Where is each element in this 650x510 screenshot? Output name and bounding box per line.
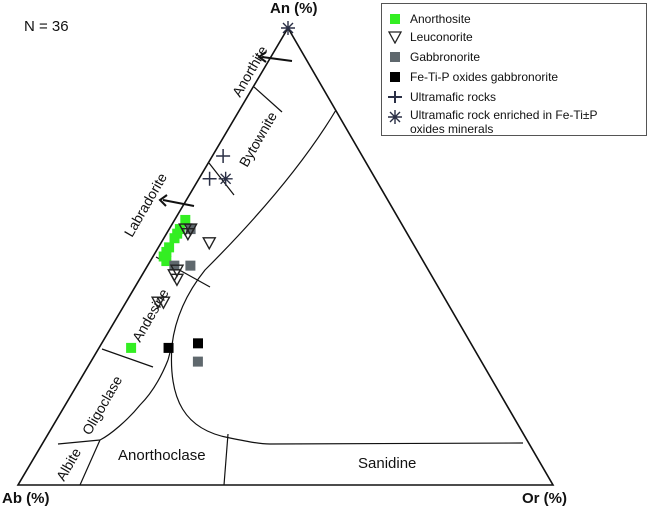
legend-label-ultramafic: Ultramafic rocks <box>410 90 497 104</box>
vertex-label-an: An (%) <box>270 0 318 17</box>
field-label-anorthite: Anorthite <box>229 43 271 100</box>
albite-anorthoclase-divider <box>79 439 101 486</box>
data-point-gabbronorite-3 <box>192 356 203 367</box>
legend-label-ultramafic-enriched-line1: Ultramafic rock enriched in Fe-Ti±P <box>410 108 598 122</box>
field-label-labradorite: Labradorite <box>121 170 170 240</box>
legend-label-fe-ti-p-gabbronorite: Fe-Ti-P oxides gabbronorite <box>410 70 559 84</box>
legend-symbol-gabbronorite <box>390 52 400 62</box>
data-point-leuconorite-6 <box>169 273 185 287</box>
data-point-ultramafic-rocks-0 <box>216 148 231 163</box>
legend-label-anorthosite: Anorthosite <box>410 12 471 26</box>
triangle-outline <box>16 26 555 486</box>
legend-symbol-anorthosite <box>390 14 400 24</box>
data-point-ultramafic-rock-enriched-in-fe-ti-p-0 <box>281 21 295 35</box>
sample-count: N = 36 <box>24 18 69 35</box>
legend-symbol-leuconorite <box>387 31 403 44</box>
field-label-albite: Albite <box>53 445 84 484</box>
arrow-anorthite <box>257 51 293 63</box>
data-point-ultramafic-rock-enriched-in-fe-ti-p-1 <box>218 171 233 186</box>
legend-label-ultramafic-enriched-line2: oxides minerals <box>410 122 494 136</box>
data-point-leuconorite-3 <box>202 237 217 251</box>
andesine-oligoclase-divider <box>101 348 154 368</box>
legend-label-leuconorite: Leuconorite <box>410 30 473 44</box>
field-label-andesine: Andesine <box>129 286 172 345</box>
legend-symbol-ultramafic-enriched <box>388 110 402 124</box>
data-point-leuconorite-8 <box>156 296 171 310</box>
legend: Anorthosite Leuconorite Gabbronorite Fe-… <box>381 3 647 136</box>
legend-symbol-ultramafic <box>388 91 402 103</box>
data-point-anorthosite-0 <box>180 214 191 225</box>
arrow-labradorite <box>158 194 195 207</box>
plagioclase-field-boundary <box>167 109 337 361</box>
data-point-ultramafic-rocks-1 <box>202 171 217 186</box>
data-point-anorthosite-3 <box>169 233 180 244</box>
oligoclase-boundary <box>99 359 169 441</box>
field-label-sanidine: Sanidine <box>358 455 416 472</box>
legend-label-ultramafic-enriched: Ultramafic rock enriched in Fe-Ti±P oxid… <box>410 108 598 136</box>
legend-label-gabbronorite: Gabbronorite <box>410 50 481 64</box>
data-point-leuconorite-2 <box>180 227 196 242</box>
oligoclase-albite-divider <box>57 439 101 445</box>
anorthoclase-sanidine-divider <box>223 433 229 486</box>
data-point-anorthosite-8 <box>126 342 137 353</box>
field-label-bytownite: Bytownite <box>236 109 280 170</box>
data-point-gabbronorite-2 <box>185 260 196 271</box>
data-point-fe-ti-p-oxides-gabbronorite-1 <box>193 338 203 349</box>
solvus-curve <box>170 344 524 445</box>
vertex-label-ab: Ab (%) <box>2 490 50 507</box>
anorthite-bytownite-divider <box>253 86 283 113</box>
data-point-anorthosite-7 <box>161 256 172 267</box>
legend-symbol-fe-ti-p-gabbronorite <box>390 72 400 82</box>
field-label-anorthoclase: Anorthoclase <box>118 447 206 464</box>
data-point-fe-ti-p-oxides-gabbronorite-0 <box>163 342 174 353</box>
field-label-oligoclase: Oligoclase <box>79 373 126 438</box>
vertex-label-or: Or (%) <box>522 490 567 507</box>
